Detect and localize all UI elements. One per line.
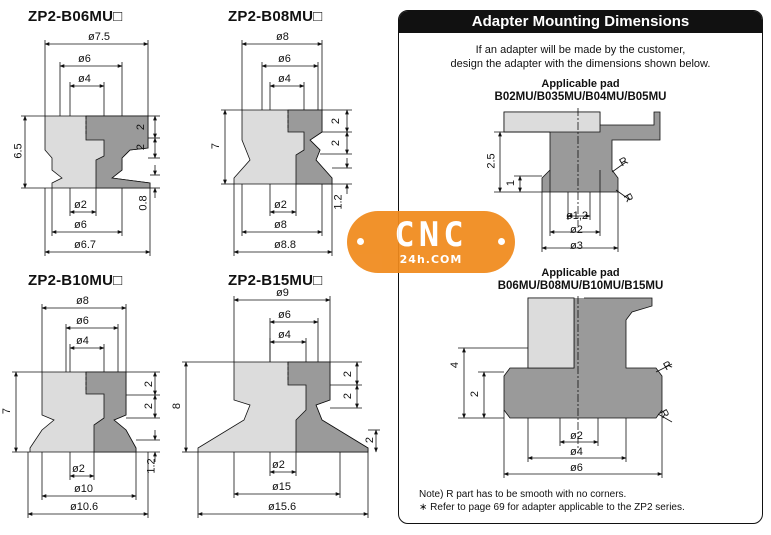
dim-b08-top-0: ø8 [276, 31, 289, 43]
pad1-dim-d1: ø1,2 [566, 210, 589, 222]
dim-b10-v-2: 2 [143, 402, 156, 410]
pad2-dim-d2: ø4 [570, 446, 583, 458]
dim-b06-top-2: ø4 [78, 73, 91, 85]
dim-b06-bot-1: ø6 [74, 219, 87, 231]
pad1-dim-d2: ø2 [570, 224, 583, 236]
dim-b08-v-2: 2 [330, 139, 343, 147]
dim-b15-top-2: ø4 [278, 329, 291, 341]
dim-b15-bot-1: ø15 [272, 481, 291, 493]
model-title-b06: ZP2-B06MU□ [28, 8, 123, 25]
dim-b08-bot-2: ø8.8 [274, 239, 297, 251]
pad2-label: Applicable pad [541, 267, 620, 279]
pad1-dim-d3: ø3 [570, 240, 583, 252]
dim-b10-bot-1: ø10 [74, 483, 93, 495]
watermark-subtext: 24h.COM [399, 253, 463, 266]
dim-b06-v-3: 0.8 [137, 195, 150, 211]
dim-b08-bot-1: ø8 [274, 219, 287, 231]
dim-b10-v-1: 2 [143, 380, 156, 388]
adapter-intro-2: design the adapter with the dimensions s… [450, 58, 711, 70]
adapter-panel: Adapter Mounting Dimensions If an adapte… [398, 10, 763, 524]
pad1-dim-h2: 1 [505, 179, 518, 187]
watermark-dot-left [357, 238, 364, 245]
pad-section-b08 [287, 109, 333, 185]
dim-b15-v-2: 2 [342, 392, 355, 400]
dim-b15-top-1: ø6 [278, 309, 291, 321]
dim-b15-top-0: ø9 [276, 287, 289, 299]
model-title-b08: ZP2-B08MU□ [228, 8, 323, 25]
dim-b08-v-0: 7 [210, 142, 223, 150]
dim-b15-bot-2: ø15.6 [268, 501, 297, 513]
dim-b06-top-0: ø7.5 [88, 31, 111, 43]
dim-b08-top-1: ø6 [278, 53, 291, 65]
model-title-b15: ZP2-B15MU□ [228, 272, 323, 289]
pad2-models: B06MU/B08MU/B10MU/B15MU [497, 280, 664, 292]
dim-b06-top-1: ø6 [78, 53, 91, 65]
dim-b15-v-0: 8 [171, 402, 184, 410]
dim-b15-v-1: 2 [342, 370, 355, 378]
dim-b10-v-3: 1.2 [145, 458, 158, 474]
dim-b06-bot-2: ø6.7 [74, 239, 97, 251]
dim-b06-v-0: 6.5 [12, 143, 25, 159]
adapter-intro-1: If an adapter will be made by the custom… [475, 44, 686, 56]
pad1-models: B02MU/B035MU/B04MU/B05MU [494, 91, 667, 103]
dim-b10-bot-0: ø2 [72, 463, 85, 475]
dim-b06-bot-0: ø2 [74, 199, 87, 211]
pad1-label: Applicable pad [541, 78, 620, 90]
cnc24h-watermark-logo: CNC 24h.COM [347, 211, 515, 273]
dim-b10-top-1: ø6 [76, 315, 89, 327]
pad2-dim-h1: 4 [449, 361, 462, 369]
dim-b08-v-3: 1.2 [332, 194, 345, 210]
pad-section-b06 [85, 115, 151, 189]
dim-b15-bot-0: ø2 [272, 459, 285, 471]
watermark-dot-right [498, 238, 505, 245]
pad1-dim-h1: 2.5 [485, 153, 498, 169]
dim-b06-v-2: 2 [135, 143, 148, 151]
dim-b10-bot-2: ø10.6 [70, 501, 99, 513]
dim-b10-v-0: 7 [1, 407, 14, 415]
adapter-heading: Adapter Mounting Dimensions [399, 11, 762, 33]
pad2-dim-d1: ø2 [570, 430, 583, 442]
watermark-text: CNC [394, 215, 468, 255]
note-r-part: Note) R part has to be smooth with no co… [419, 489, 627, 500]
pad2-dim-d3: ø6 [570, 462, 583, 474]
pad2-dim-h2: 2 [469, 390, 482, 398]
model-title-b10: ZP2-B10MU□ [28, 272, 123, 289]
note-refer: ∗ Refer to page 69 for adapter applicabl… [419, 502, 685, 513]
dim-b10-top-0: ø8 [76, 295, 89, 307]
dim-b08-v-1: 2 [330, 117, 343, 125]
dim-b08-bot-0: ø2 [274, 199, 287, 211]
dim-b10-top-2: ø4 [76, 335, 89, 347]
dim-b06-v-1: 2 [135, 123, 148, 131]
dim-b08-top-2: ø4 [278, 73, 291, 85]
dim-b15-v-3: 2 [364, 436, 377, 444]
